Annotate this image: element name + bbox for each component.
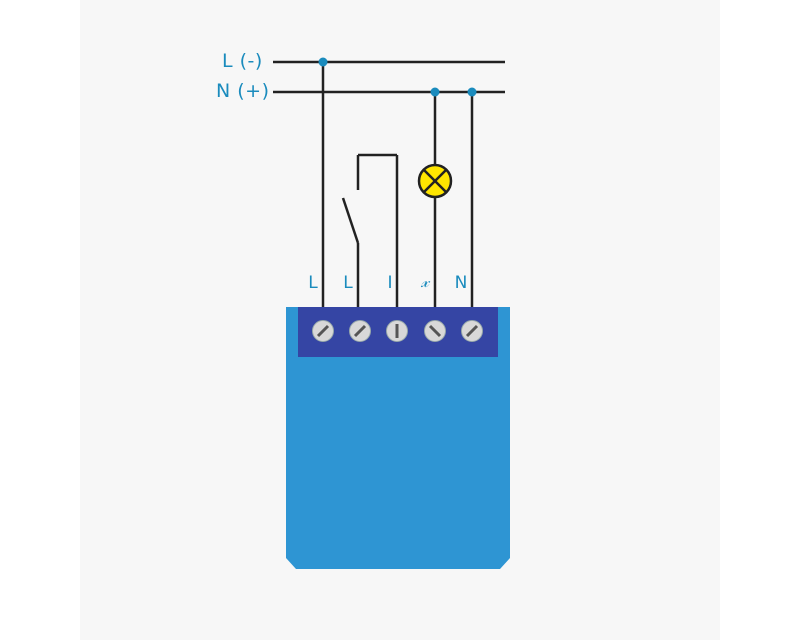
screw-terminal-icon <box>461 320 483 342</box>
lamp-icon <box>417 163 453 199</box>
neutral-label: N (+) <box>216 80 270 102</box>
terminal-label-l1: L <box>308 273 318 293</box>
terminal-label-n: N <box>454 273 468 293</box>
screw-terminal-icon <box>349 320 371 342</box>
terminal-label-i: I <box>387 273 393 293</box>
screw-terminal-icon <box>386 320 408 342</box>
terminal-label-output: 𝓍 <box>420 272 429 292</box>
screw-terminal-icon <box>424 320 446 342</box>
terminal-label-l2: L <box>343 273 353 293</box>
junction-dot <box>467 87 477 97</box>
switch-icon <box>341 197 360 244</box>
junction-dot <box>430 87 440 97</box>
device-body <box>286 307 510 569</box>
junction-dot <box>318 57 328 67</box>
screw-terminal-icon <box>312 320 334 342</box>
line-label: L (-) <box>222 50 263 72</box>
